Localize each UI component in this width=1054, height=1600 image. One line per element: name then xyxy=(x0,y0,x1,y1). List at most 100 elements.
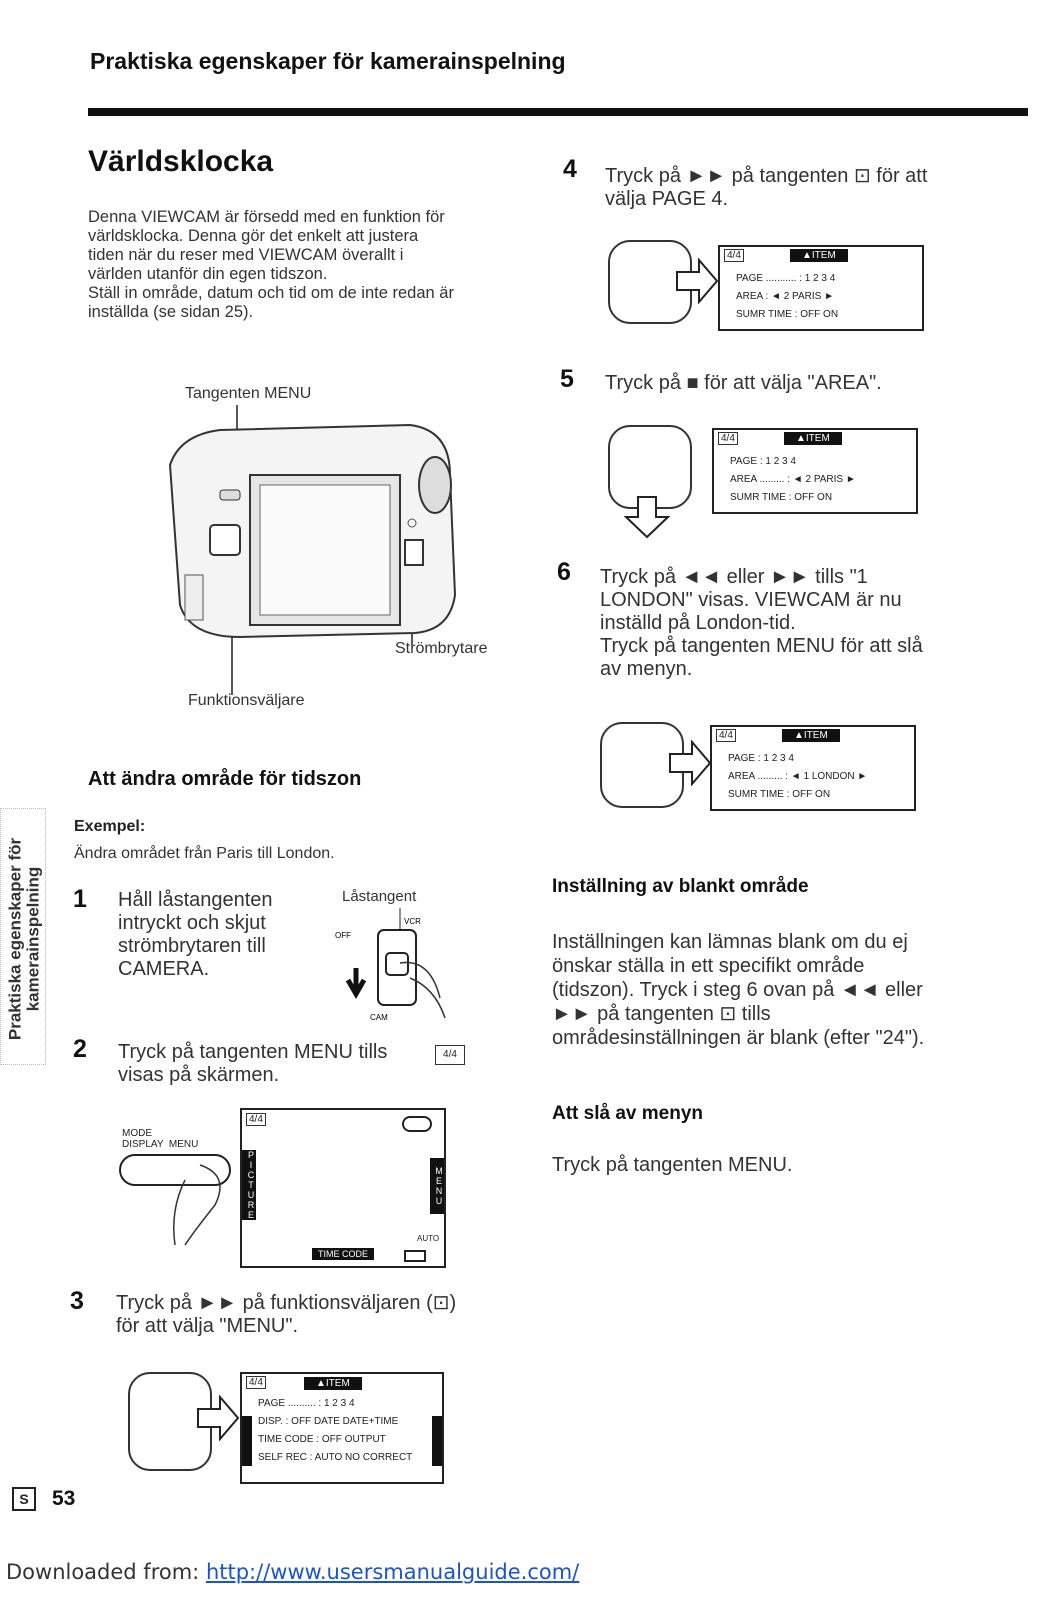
blank-area-title: Inställning av blankt område xyxy=(552,876,809,897)
page-number: 53 xyxy=(52,1487,76,1510)
screen-row: DISP. : OFF DATE DATE+TIME xyxy=(258,1416,399,1427)
step-number: 1 xyxy=(73,885,87,913)
intro-text: Denna VIEWCAM är försedd med en funktion… xyxy=(88,208,543,322)
auto-label: AUTO xyxy=(417,1234,440,1243)
step-line: för att välja "MENU". xyxy=(116,1315,299,1337)
step-number: 2 xyxy=(73,1035,87,1063)
screen-row: PAGE : 1 2 3 4 xyxy=(730,456,796,467)
step-line: Tryck på ◄◄ eller ►► tills "1 xyxy=(600,566,868,588)
intro-line: Ställ in område, datum och tid om de int… xyxy=(88,284,454,302)
screen-row: SUMR TIME : OFF ON xyxy=(730,492,833,503)
download-footer: Downloaded from: http://www.usersmanualg… xyxy=(6,1560,579,1584)
menu-page-icon: 4/4 xyxy=(724,249,744,262)
page-marker: S xyxy=(12,1487,36,1511)
buttons-figure xyxy=(119,1154,231,1246)
step-line: LONDON" visas. VIEWCAM är nu xyxy=(600,589,902,611)
step-line: av menyn. xyxy=(600,658,693,680)
step-number: 3 xyxy=(70,1287,84,1315)
intro-line: världsklocka. Denna gör det enkelt att j… xyxy=(88,227,419,245)
intro-line: Denna VIEWCAM är försedd med en funktion… xyxy=(88,208,445,226)
screen-row: SUMR TIME : OFF ON xyxy=(728,789,831,800)
change-area-title: Att ändra område för tidszon xyxy=(88,768,362,790)
screen-step3: 4/4 ▲ITEM PAGE .......... : 1 2 3 4 DISP… xyxy=(240,1372,444,1484)
step-3-text: Tryck på ►► på funktionsväljaren (⊡) för… xyxy=(116,1292,456,1338)
page-header: Praktiska egenskaper för kamerainspelnin… xyxy=(90,48,566,74)
intro-line: världen utanför din egen tidszon. xyxy=(88,265,328,283)
pointer-arrow xyxy=(676,258,719,304)
pointer-arrow xyxy=(197,1395,240,1441)
menu-off-text: Tryck på tangenten MENU. xyxy=(552,1154,793,1176)
screen-row: AREA ......... : ◄ 1 LONDON ► xyxy=(728,771,868,782)
battery-icon xyxy=(404,1250,426,1262)
step-1-text: Håll låstangenten intryckt och skjut str… xyxy=(118,889,273,981)
step-line: Tryck på ►► på tangenten ⊡ för att xyxy=(605,165,928,187)
camera-illustration xyxy=(168,405,457,695)
screen-row: SUMR TIME : OFF ON xyxy=(736,309,839,320)
picture-tab: PICTURE xyxy=(242,1150,256,1220)
step-5-text: Tryck på ■ för att välja "AREA". xyxy=(605,372,882,395)
lock-key-label: Låstangent xyxy=(342,888,417,905)
screen-step6: 4/4 ▲ITEM PAGE : 1 2 3 4 AREA ......... … xyxy=(710,725,916,811)
sidebar-text: Praktiska egenskaper för kamerainspelnin… xyxy=(5,837,43,1041)
screen-row: AREA : ◄ 2 PARIS ► xyxy=(736,291,834,302)
set-tab-right xyxy=(432,1416,442,1466)
menu-tab: MENU xyxy=(430,1158,444,1214)
screen-row: TIME CODE : OFF OUTPUT xyxy=(258,1434,386,1445)
step-line: Tryck på tangenten MENU för att slå xyxy=(600,635,923,657)
step-line: Tryck på ►► på funktionsväljaren (⊡) xyxy=(116,1292,457,1314)
step-line: välja PAGE 4. xyxy=(605,188,729,210)
example-label: Exempel: xyxy=(74,818,146,835)
step-2-text: Tryck på tangenten MENU tills visas på s… xyxy=(118,1041,387,1087)
sidebar-tab: Praktiska egenskaper för kamerainspelnin… xyxy=(0,808,46,1065)
time-code-tab: TIME CODE xyxy=(312,1248,375,1260)
body-line: (tidszon). Tryck i steg 6 ovan på ◄◄ ell… xyxy=(552,979,923,1001)
step-line: Håll låstangenten xyxy=(118,889,273,911)
footer-prefix: Downloaded from: xyxy=(6,1560,206,1584)
off-label: OFF xyxy=(335,931,351,940)
step-line: strömbrytaren till xyxy=(118,935,266,957)
menu-page-icon: 4/4 xyxy=(246,1376,266,1389)
section-title: Världsklocka xyxy=(88,145,274,178)
body-line: områdesinställningen är blank (efter "24… xyxy=(552,1027,925,1049)
step-line: CAMERA. xyxy=(118,958,210,980)
step-line: visas på skärmen. xyxy=(118,1064,280,1086)
menu-key-label: Tangenten MENU xyxy=(185,385,312,402)
item-header: ▲ITEM xyxy=(782,729,840,742)
body-line: önskar ställa in ett specifikt område xyxy=(552,955,865,977)
screen-step5: 4/4 ▲ITEM PAGE : 1 2 3 4 AREA ......... … xyxy=(712,428,918,514)
step-4-text: Tryck på ►► på tangenten ⊡ för att välja… xyxy=(605,165,927,211)
step-line: Tryck på tangenten MENU tills xyxy=(118,1041,388,1063)
blank-area-text: Inställningen kan lämnas blank om du ej … xyxy=(552,930,924,1050)
header-rule xyxy=(88,108,1028,116)
screen-step2: 4/4 PICTURE MENU AUTO TIME CODE xyxy=(240,1108,446,1268)
step-number: 6 xyxy=(557,558,571,586)
screen-row: PAGE .......... : 1 2 3 4 xyxy=(258,1398,355,1409)
pointer-arrow xyxy=(669,740,712,786)
mode-display-menu-label: MODE DISPLAY MENU xyxy=(122,1128,199,1150)
cam-label: CAM xyxy=(370,1013,388,1022)
item-header: ▲ITEM xyxy=(304,1377,362,1390)
pointer-arrow-down xyxy=(624,496,670,539)
example-text: Ändra området från Paris till London. xyxy=(74,845,335,862)
menu-off-title: Att slå av menyn xyxy=(552,1103,703,1124)
item-header: ▲ITEM xyxy=(784,432,842,445)
screen-row: SELF REC : AUTO NO CORRECT xyxy=(258,1452,413,1463)
screen-step4: 4/4 ▲ITEM PAGE ........... : 1 2 3 4 ARE… xyxy=(718,245,924,331)
tape-icon xyxy=(402,1116,432,1132)
power-switch-label: Strömbrytare xyxy=(395,640,488,657)
step-6-text: Tryck på ◄◄ eller ►► tills "1 LONDON" vi… xyxy=(600,566,923,681)
screen-row: PAGE : 1 2 3 4 xyxy=(728,753,794,764)
body-line: ►► på tangenten ⊡ tills xyxy=(552,1003,771,1025)
intro-line: inställda (se sidan 25). xyxy=(88,303,254,321)
set-tab-left xyxy=(242,1416,252,1466)
menu-page-icon: 4/4 xyxy=(246,1113,266,1126)
menu-page-icon: 4/4 xyxy=(716,729,736,742)
body-line: Inställningen kan lämnas blank om du ej xyxy=(552,931,908,953)
step-number: 4 xyxy=(563,155,577,183)
function-selector-label: Funktionsväljare xyxy=(188,692,305,709)
footer-link[interactable]: http://www.usersmanualguide.com/ xyxy=(205,1560,580,1584)
step-line: inställd på London-tid. xyxy=(600,612,796,634)
step-number: 5 xyxy=(560,365,574,393)
screen-row: PAGE ........... : 1 2 3 4 xyxy=(736,273,836,284)
screen-row: AREA ......... : ◄ 2 PARIS ► xyxy=(730,474,856,485)
